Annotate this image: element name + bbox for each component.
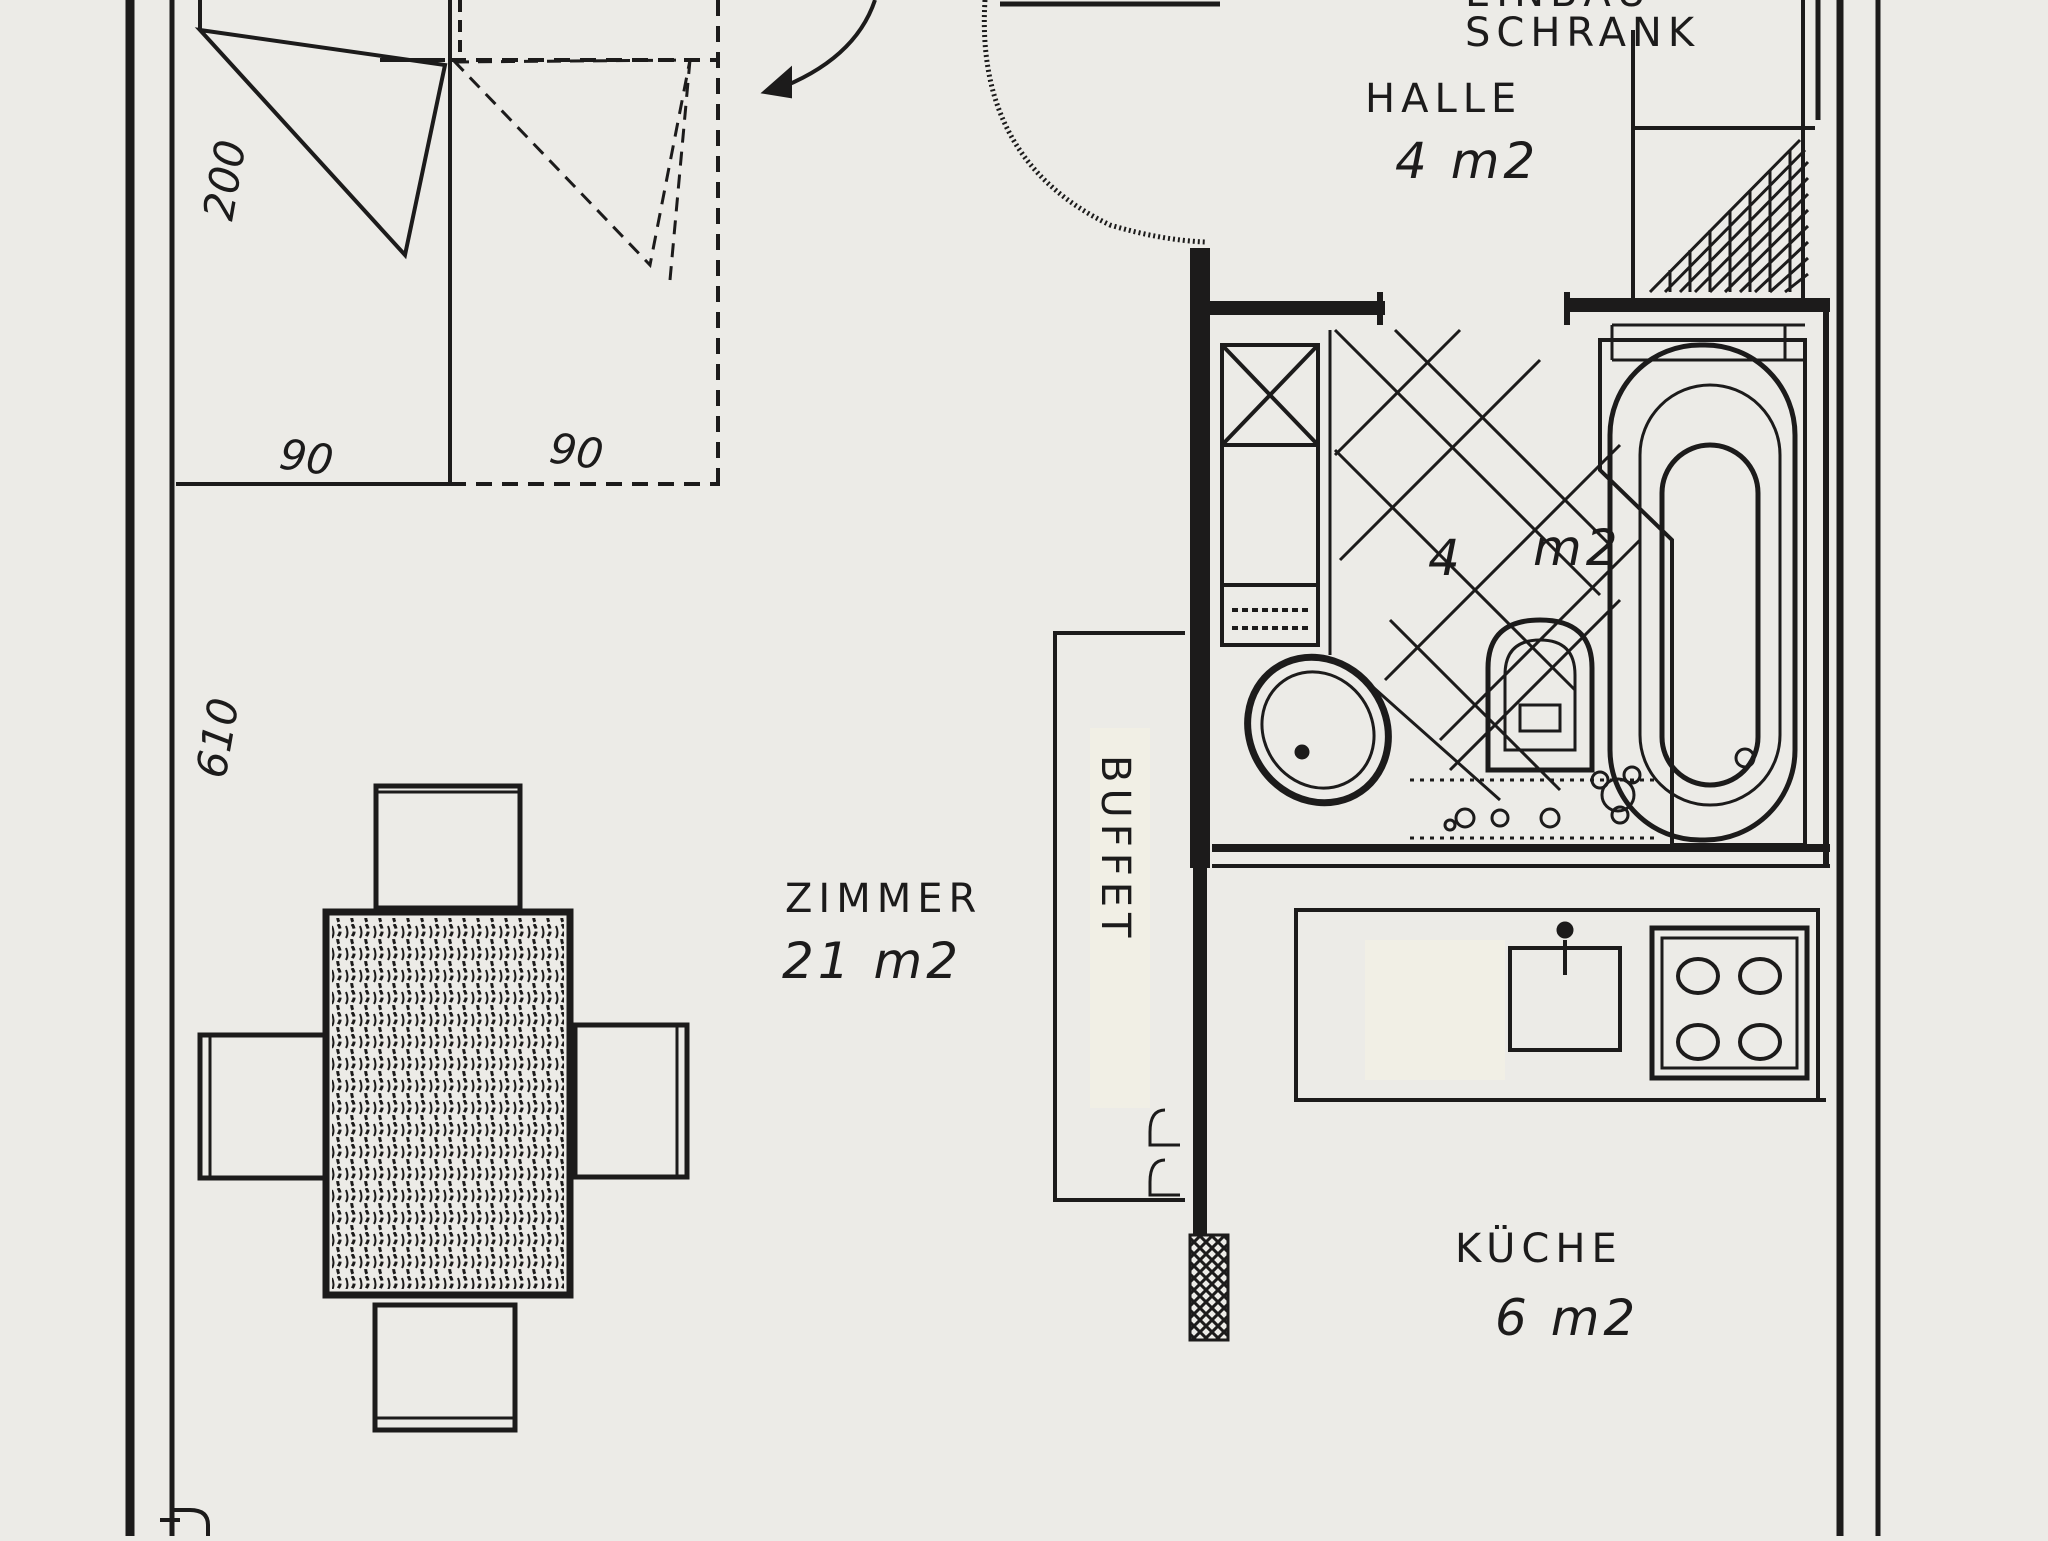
- corner-fixture: [160, 1508, 210, 1536]
- bed-width-right-dimension: 90: [547, 423, 607, 479]
- entrance-door-swing: [981, 0, 1220, 245]
- outer-walls: [125, 0, 1881, 1536]
- arrow-icon: [760, 0, 877, 99]
- washbasin: [1244, 653, 1392, 807]
- kitchen-tape: [1365, 940, 1505, 1080]
- bathroom-walls: [1190, 248, 1830, 868]
- kueche-area: 6 m2: [1495, 1289, 1639, 1347]
- einbauschrank-label-top: EINBAU: [1465, 0, 1652, 16]
- bed: [176, 0, 720, 486]
- kitchen-counter: [1294, 908, 1826, 1102]
- bathroom-fittings: [1410, 765, 1655, 840]
- stair-hatching: [1648, 138, 1810, 294]
- stove: [1649, 925, 1810, 1081]
- correction-tape: [1090, 728, 1150, 1108]
- bathtub: [1598, 323, 1807, 847]
- zimmer-area: 21 m2: [782, 932, 962, 990]
- bad-area-unit: m2: [1533, 519, 1622, 577]
- zimmer-label: ZIMMER: [785, 876, 982, 922]
- bad-area-number: 4: [1428, 529, 1464, 587]
- buffet: [1053, 631, 1185, 1202]
- kitchen-sink: [1508, 921, 1622, 1052]
- halle-label: HALLE: [1365, 76, 1522, 122]
- buffet-label: BUFFET: [1092, 755, 1138, 943]
- dining-table: [197, 783, 690, 1433]
- halle-area: 4 m2: [1395, 132, 1539, 190]
- bed-width-left-dimension: 90: [277, 429, 337, 485]
- interior-wall: [1188, 866, 1230, 1342]
- kueche-label: KÜCHE: [1455, 1224, 1623, 1272]
- bathroom-cabinet: [1220, 330, 1332, 655]
- toilet: [1485, 617, 1595, 773]
- einbauschrank-label: SCHRANK: [1465, 10, 1700, 56]
